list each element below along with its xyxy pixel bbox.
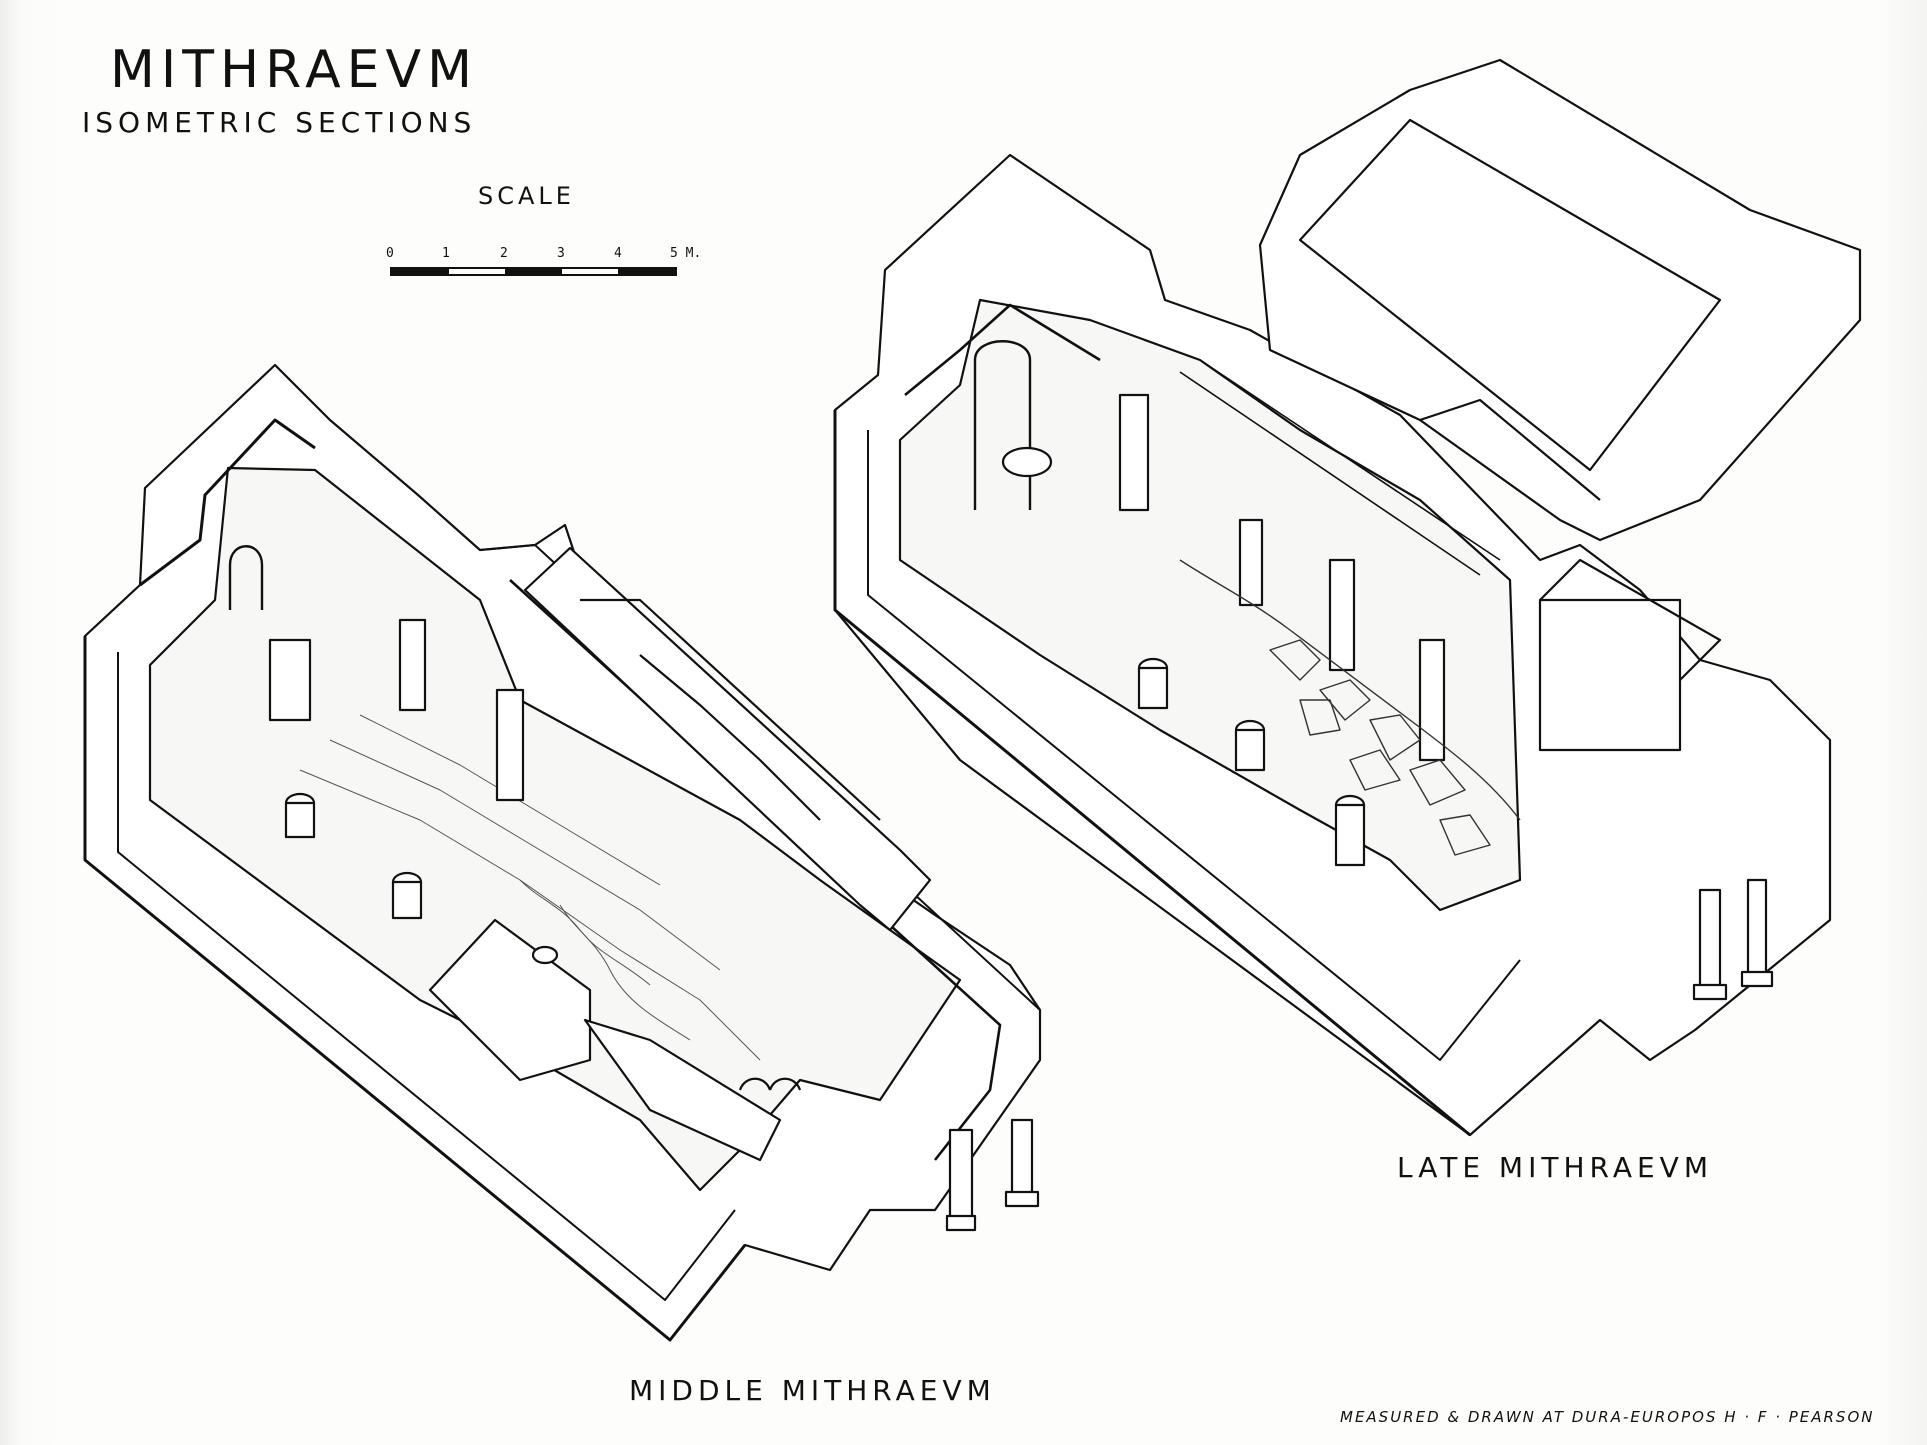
scale-bar [390, 267, 677, 276]
late-inner-floor [898, 298, 1522, 912]
scale-tick-1: 1 [442, 246, 450, 261]
scale-tick-0: 0 [386, 246, 394, 261]
middle-mithraeum-caption: MIDDLE MITHRAEVM [629, 1374, 996, 1407]
scale-tick-4: 4 [614, 246, 622, 261]
middle-side-annex [523, 546, 932, 932]
scale-tick-3: 3 [557, 246, 565, 261]
credit-line: MEASURED & DRAWN AT DURA-EUROPOS H · F ·… [1340, 1408, 1875, 1426]
late-mithraeum-caption: LATE MITHRAEVM [1397, 1151, 1713, 1184]
scale-title: SCALE [478, 182, 575, 210]
drawing-title: MITHRAEVM [110, 40, 478, 100]
scale-tick-2: 2 [500, 246, 508, 261]
drawing-subtitle: ISOMETRIC SECTIONS [82, 106, 477, 139]
scale-tick-5: 5 M. [670, 246, 702, 261]
